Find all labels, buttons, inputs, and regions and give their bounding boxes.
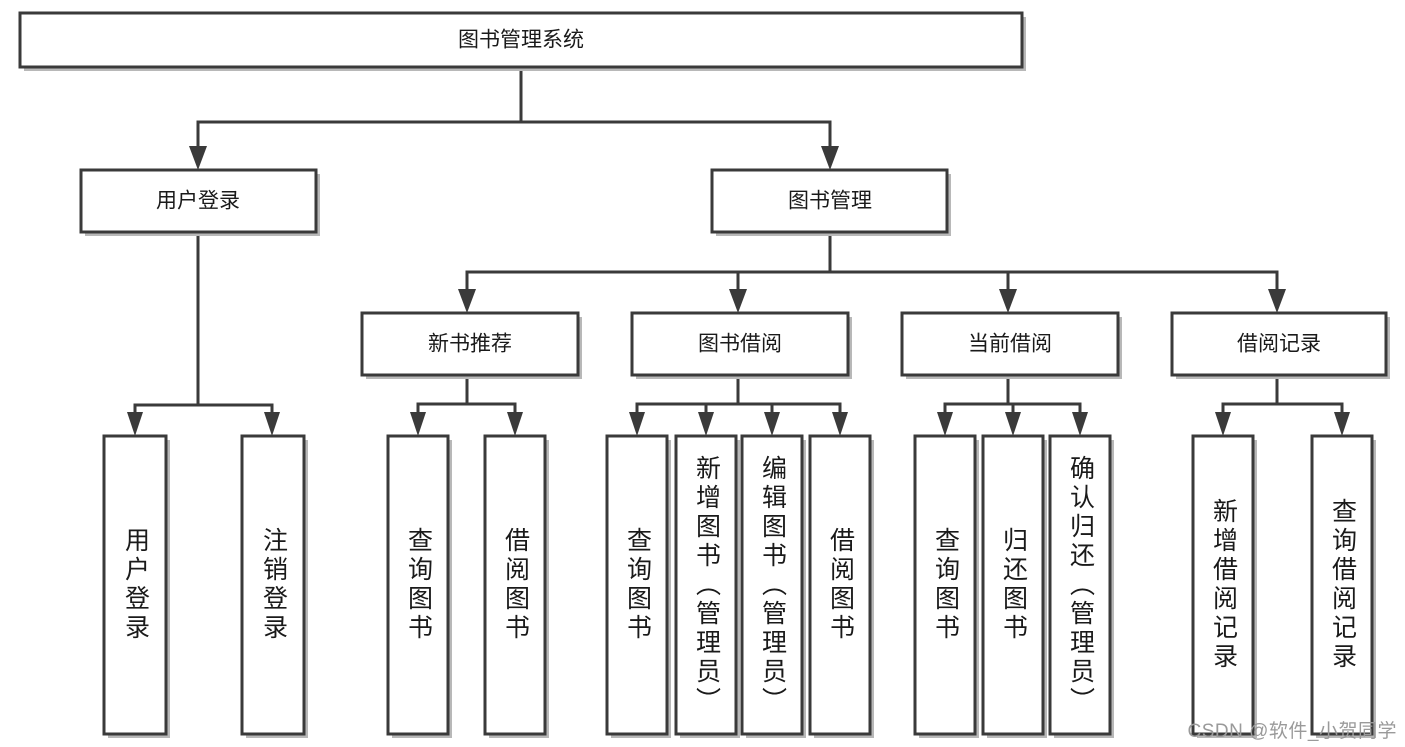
arrowhead-leaf-current-1 <box>937 412 953 436</box>
node-label-recommend: 新书推荐 <box>428 333 512 356</box>
node-label-root: 图书管理系统 <box>458 29 584 52</box>
node-box-leaf[interactable] <box>240 434 306 736</box>
arrowhead-leaf-user-login-1 <box>127 412 143 436</box>
arrowhead-recommend <box>458 289 476 313</box>
arrowhead-leaf-recommend-1 <box>410 412 426 436</box>
arrowhead-leaf-borrow-2 <box>698 412 714 436</box>
boxes-group <box>18 11 1388 736</box>
node-box-leaf[interactable] <box>1310 434 1374 736</box>
node-box-current[interactable] <box>900 311 1120 377</box>
arrowhead-leaf-recommend-2 <box>507 412 523 436</box>
node-label-book-manage: 图书管理 <box>788 190 872 213</box>
connectors-group <box>133 66 1344 414</box>
node-label-record: 借阅记录 <box>1237 333 1321 356</box>
arrowhead-leaf-current-2 <box>1005 412 1021 436</box>
arrowhead-leaf-current-3 <box>1072 412 1088 436</box>
node-label-current: 当前借阅 <box>968 333 1052 356</box>
arrowhead-leaf-borrow-4 <box>832 412 848 436</box>
node-label-user-login: 用户登录 <box>156 190 240 213</box>
arrowhead-leaf-user-login-2 <box>264 412 280 436</box>
node-box-leaf[interactable] <box>808 434 872 736</box>
node-box-leaf[interactable] <box>913 434 977 736</box>
node-box-leaf[interactable] <box>981 434 1045 736</box>
node-box-leaf[interactable] <box>1191 434 1255 736</box>
arrowhead-current <box>999 289 1017 313</box>
arrowhead-borrow <box>729 289 747 313</box>
node-box-leaf[interactable] <box>386 434 450 736</box>
arrowhead-leaf-record-1 <box>1215 412 1231 436</box>
node-box-leaf[interactable] <box>740 434 804 736</box>
horizontal-labels-group: 图书管理系统 用户登录 图书管理 新书推荐 图书借阅 当前借阅 借阅记录 <box>156 29 1321 356</box>
node-label-borrow: 图书借阅 <box>698 333 782 356</box>
node-box-root[interactable] <box>18 11 1024 69</box>
node-box-borrow[interactable] <box>630 311 850 377</box>
node-box-leaf[interactable] <box>674 434 738 736</box>
node-box-user-login[interactable] <box>79 168 318 234</box>
arrowheads-group <box>127 146 1350 436</box>
arrowhead-user-login <box>189 146 207 170</box>
node-box-leaf[interactable] <box>605 434 669 736</box>
node-box-leaf[interactable] <box>483 434 547 736</box>
node-box-book-manage[interactable] <box>710 168 949 234</box>
arrowhead-leaf-borrow-3 <box>764 412 780 436</box>
node-box-recommend[interactable] <box>360 311 580 377</box>
arrowhead-record <box>1268 289 1286 313</box>
node-box-record[interactable] <box>1170 311 1388 377</box>
arrowhead-leaf-borrow-1 <box>629 412 645 436</box>
arrowhead-leaf-record-2 <box>1334 412 1350 436</box>
node-box-leaf[interactable] <box>1048 434 1112 736</box>
arrowhead-book-manage <box>821 146 839 170</box>
node-box-leaf[interactable] <box>102 434 168 736</box>
